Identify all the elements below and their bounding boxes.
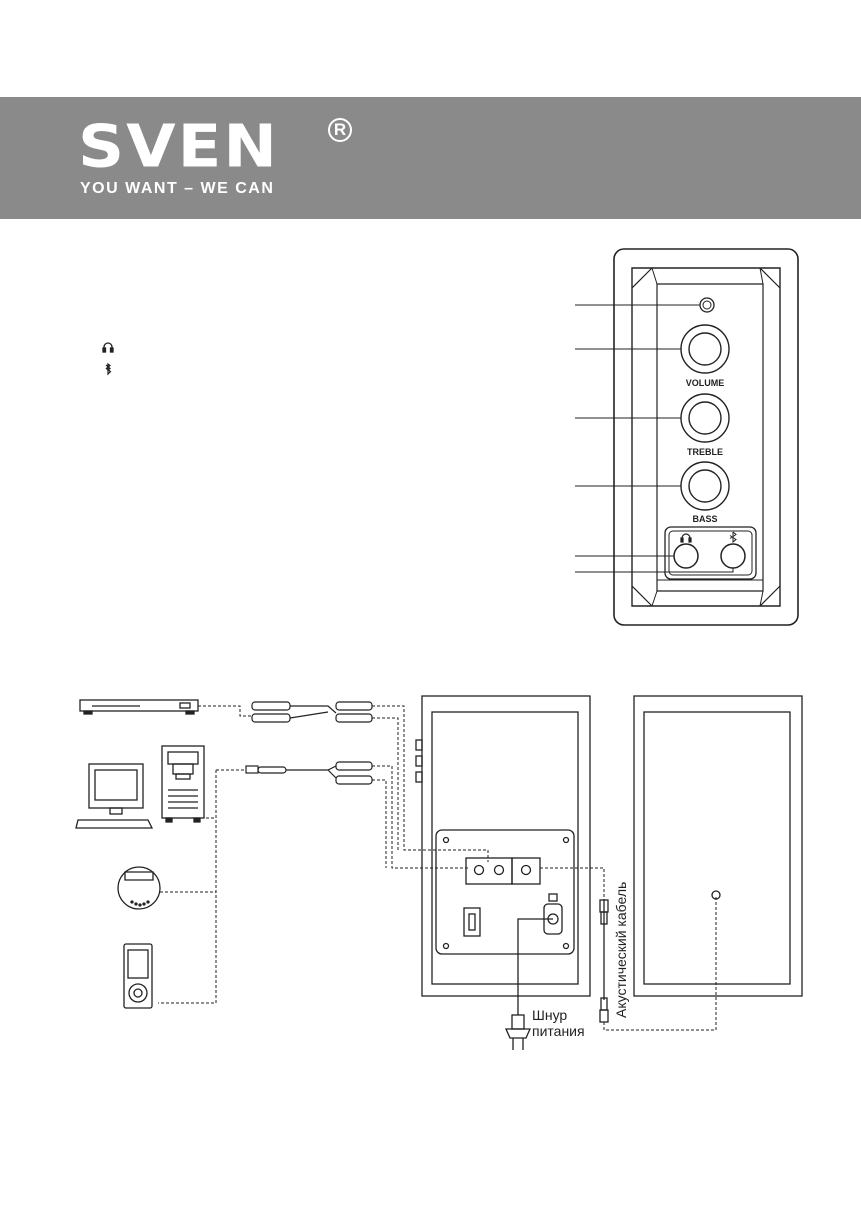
passive-speaker-rear [633,695,803,997]
button-box [664,526,757,580]
computer-icon [75,745,205,829]
header-banner [0,97,861,219]
power-cord-label-2: питания [532,1023,585,1039]
callout-lines [575,304,734,573]
dvd-player-icon [79,699,199,715]
speaker-cable [599,899,609,1023]
brand-tagline: YOU WANT – WE CAN [80,180,275,197]
cd-player-icon [117,866,161,910]
volume-label: VOLUME [686,378,725,388]
headphone-jack-icon [680,533,692,543]
headphones-icon [102,342,114,353]
speaker-cabinet-outline [613,248,799,626]
brand-logo: SVEN [78,112,279,182]
treble-label: TREBLE [687,447,723,457]
bass-label: BASS [692,514,717,524]
mp3-player-icon [123,943,153,1009]
power-cord [504,918,553,1050]
power-cord-label-1: Шнур [532,1007,567,1023]
speaker-cable-label: Акустический кабель [613,882,629,1018]
signal-cables [158,705,717,1031]
bluetooth-icon [105,362,112,376]
active-speaker-rear [415,695,591,997]
rca-cables [245,701,373,785]
registered-mark: R [328,118,352,142]
speaker-baffle [631,267,781,607]
bluetooth-button-icon [729,531,737,544]
